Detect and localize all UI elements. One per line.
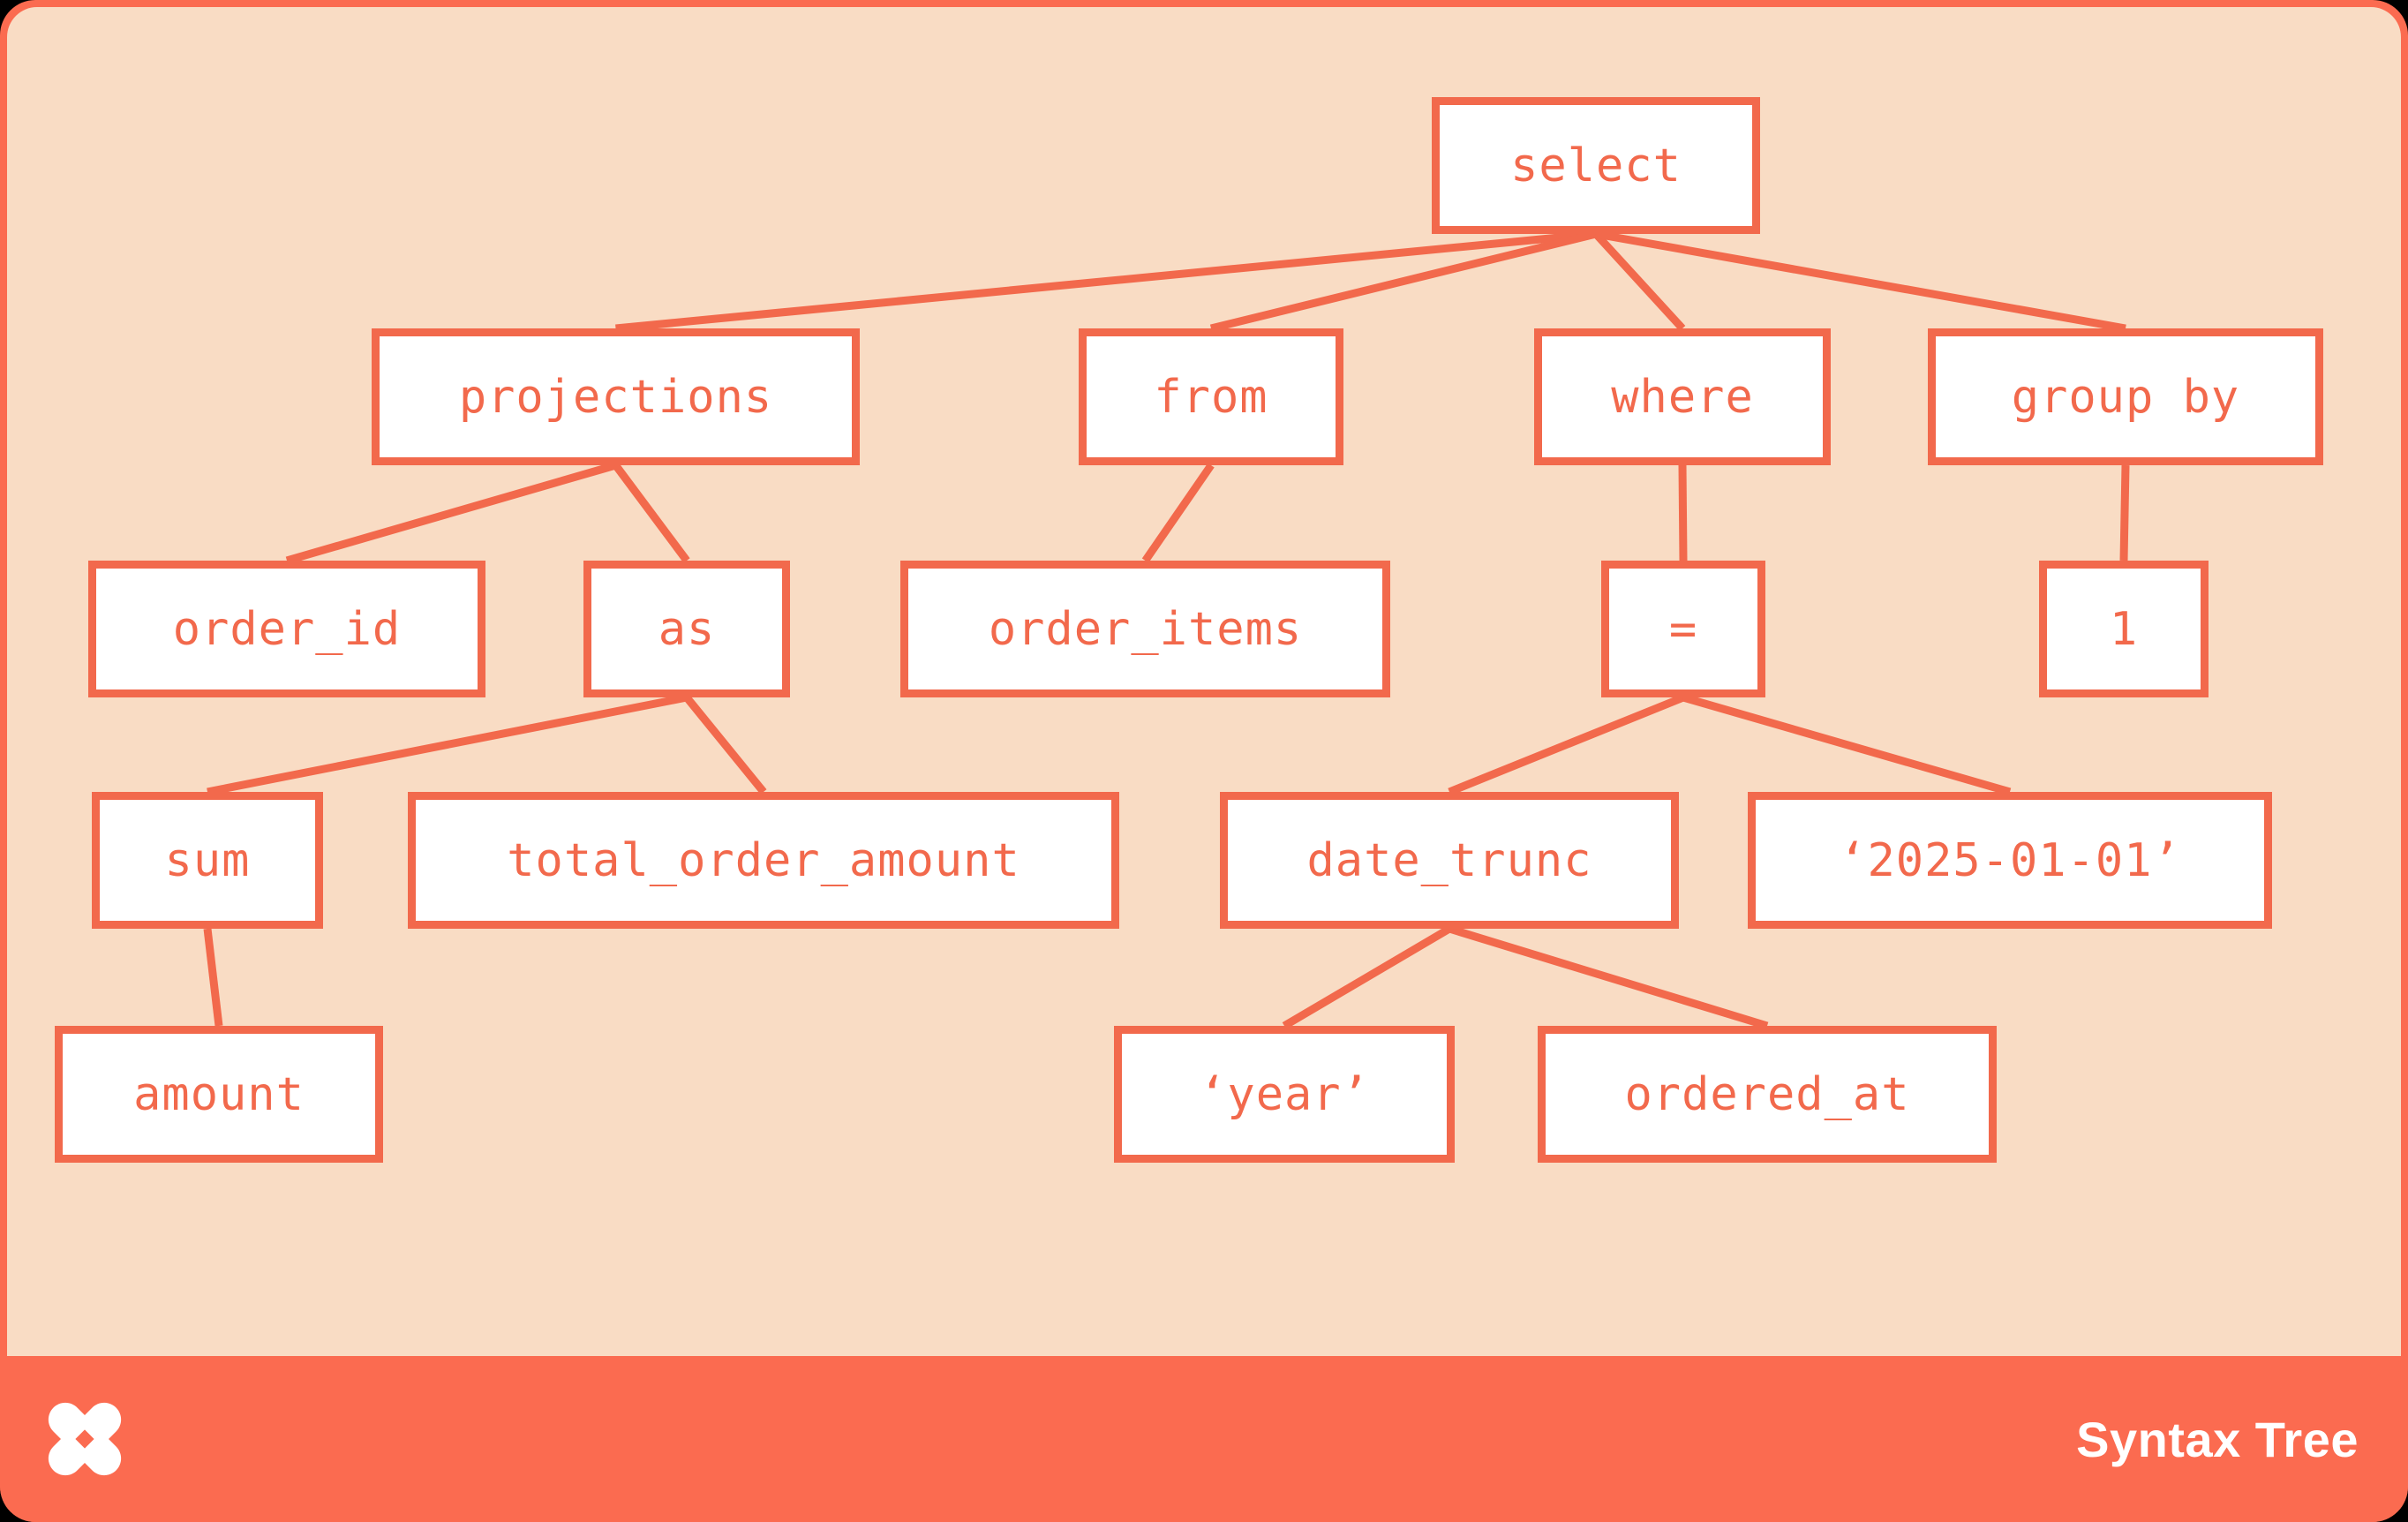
- tree-node-order_id[interactable]: order_id: [88, 561, 485, 697]
- tree-node-label: ‘year’: [1199, 1067, 1370, 1121]
- tree-edge-projections-to-order_id: [285, 461, 617, 565]
- tree-edge-date_trunc-to-ordered_at: [1448, 924, 1769, 1030]
- tree-node-date_trunc[interactable]: date_trunc: [1220, 792, 1679, 929]
- tree-node-label: as: [658, 602, 716, 656]
- tree-edges: [203, 230, 2130, 1030]
- tree-node-label: date_trunc: [1306, 833, 1592, 887]
- tree-edge-select-to-group_by: [1595, 230, 2126, 333]
- tree-node-one[interactable]: 1: [2039, 561, 2209, 697]
- tree-node-label: group by: [2011, 370, 2240, 424]
- tree-node-label: total_order_amount: [507, 833, 1020, 887]
- tree-node-label: sum: [164, 833, 251, 887]
- tree-node-label: from: [1154, 370, 1268, 424]
- tree-edge-eq-to-date_trunc: [1448, 693, 1685, 796]
- tree-edge-from-to-order_items: [1141, 463, 1215, 563]
- tree-node-year_literal[interactable]: ‘year’: [1114, 1026, 1455, 1163]
- tree-node-label: amount: [133, 1067, 305, 1121]
- tree-node-total_order_amount[interactable]: total_order_amount: [408, 792, 1119, 929]
- tree-node-ordered_at[interactable]: ordered_at: [1538, 1026, 1997, 1163]
- tree-edge-group_by-to-one: [2119, 464, 2130, 561]
- tree-node-where[interactable]: where: [1534, 328, 1831, 465]
- tree-edge-as-to-total_order_amount: [683, 695, 767, 795]
- tree-edge-select-to-where: [1592, 230, 1686, 332]
- tree-node-label: order_items: [988, 602, 1303, 656]
- tree-edge-where-to-eq: [1678, 464, 1688, 561]
- tree-node-label: ordered_at: [1624, 1067, 1910, 1121]
- tree-canvas: select projections from where group by order_…: [7, 7, 2401, 1356]
- tree-node-from[interactable]: from: [1079, 328, 1343, 465]
- tree-edge-select-to-from: [1209, 230, 1598, 333]
- tree-node-label: where: [1611, 370, 1754, 424]
- tree-node-group_by[interactable]: group by: [1928, 328, 2323, 465]
- tree-edge-sum-to-amount: [203, 928, 223, 1027]
- tree-node-eq[interactable]: =: [1601, 561, 1765, 697]
- footer-title: Syntax Tree: [2076, 1411, 2359, 1467]
- tree-node-order_items[interactable]: order_items: [900, 561, 1390, 697]
- tree-node-label: projections: [458, 370, 773, 424]
- tree-edge-projections-to-as: [612, 463, 690, 563]
- tree-node-sum[interactable]: sum: [92, 792, 323, 929]
- tree-node-projections[interactable]: projections: [372, 328, 860, 465]
- tree-node-as[interactable]: as: [583, 561, 790, 697]
- tree-node-amount[interactable]: amount: [55, 1026, 383, 1163]
- tree-edge-select-to-projections: [615, 230, 1597, 333]
- tree-node-label: select: [1510, 139, 1682, 192]
- x-star-logo: [39, 1393, 131, 1485]
- tree-node-label: =: [1668, 602, 1698, 656]
- tree-edge-date_trunc-to-year_literal: [1282, 925, 1452, 1029]
- tree-edge-as-to-sum: [207, 693, 688, 796]
- tree-node-select[interactable]: select: [1432, 97, 1760, 234]
- footer-bar: Syntax Tree: [0, 1356, 2408, 1522]
- tree-node-label: 1: [2109, 602, 2139, 656]
- tree-node-label: ‘2025-01-01’: [1839, 833, 2181, 887]
- tree-edge-eq-to-date_literal: [1682, 693, 2012, 796]
- tree-node-label: order_id: [172, 602, 402, 656]
- tree-node-date_literal[interactable]: ‘2025-01-01’: [1748, 792, 2272, 929]
